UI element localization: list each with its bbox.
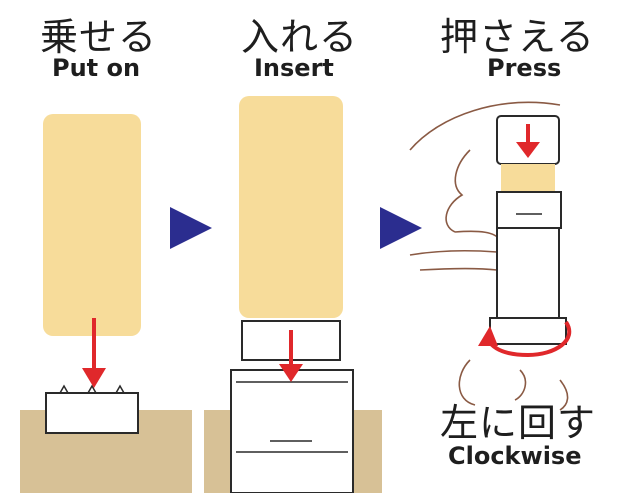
twist-title-en: Clockwise [448, 442, 582, 470]
case-step2 [230, 369, 354, 493]
rotate-arrow-icon [478, 320, 572, 358]
step3-title-en: Press [487, 54, 562, 82]
step3-title-jp: 押さえる [440, 15, 595, 59]
twist-title-jp: 左に回す [440, 401, 597, 445]
down-arrow-icon [279, 330, 303, 382]
base-holder-step1 [45, 384, 139, 434]
stamp-assembly [489, 115, 567, 345]
paper-card-step1 [43, 114, 141, 336]
step1-title-jp: 乗せる [40, 15, 158, 59]
step1-title-en: Put on [52, 54, 141, 82]
next-arrow-icon [170, 207, 212, 249]
step2-title-en: Insert [254, 54, 334, 82]
down-arrow-icon [82, 318, 106, 388]
next-arrow-icon [380, 207, 422, 249]
step2-title-jp: 入れる [241, 15, 359, 59]
down-arrow-icon [516, 124, 540, 158]
paper-card-step2 [239, 96, 343, 318]
